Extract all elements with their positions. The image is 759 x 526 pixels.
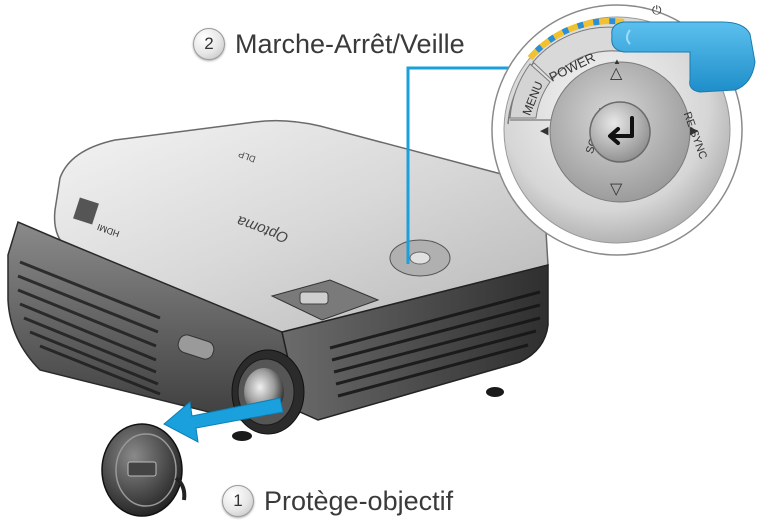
projector-foot (232, 431, 252, 441)
callout-power-text: Marche-Arrêt/Veille (235, 28, 465, 59)
lens-cap-tab (127, 461, 157, 477)
zoom-slider (299, 291, 329, 305)
callout-number-badge: 1 (222, 485, 254, 517)
enter-button[interactable] (589, 101, 651, 163)
finger-nail (626, 29, 631, 45)
power-button-highlight (527, 18, 625, 60)
lens-cap (101, 423, 187, 517)
callout-lens-cap-text: Protège-objectif (264, 485, 454, 516)
enter-return-icon (608, 116, 634, 145)
callout-number-badge: 2 (193, 28, 225, 60)
projector: Optoma DLP HDMI (7, 119, 549, 441)
projector-foot (486, 387, 504, 397)
keypad-closeup: POWER MENU ⏻ △ ▽ ◀ ▶ ▲ SOURCE RE-SYNC (491, 3, 756, 256)
projector-keypad-center (409, 251, 431, 265)
removal-arrow-icon (163, 397, 284, 443)
lens-cap-strap (174, 476, 187, 501)
power-button-highlight (527, 18, 625, 60)
front-vent-grille (17, 260, 161, 396)
triangle-down-icon[interactable]: ▽ (610, 181, 623, 198)
callout-power: 2 Marche-Arrêt/Veille (193, 28, 465, 60)
power-symbol-icon: ⏻ (652, 3, 662, 17)
menu-button[interactable] (509, 63, 551, 119)
triangle-up-small-icon: ▲ (613, 57, 621, 66)
spec-badge-icon (73, 197, 99, 225)
leader-line (406, 66, 536, 264)
triangle-right-icon[interactable]: ▶ (690, 125, 699, 137)
ir-receiver (177, 334, 215, 360)
triangle-up-icon[interactable]: △ (610, 65, 623, 82)
callout-lens-cap: 1 Protège-objectif (222, 485, 453, 517)
side-vent-grille (329, 290, 541, 398)
finger-pointer-icon (611, 21, 756, 93)
triangle-left-icon[interactable]: ◀ (540, 125, 549, 137)
lens-cap-rim (115, 433, 177, 507)
